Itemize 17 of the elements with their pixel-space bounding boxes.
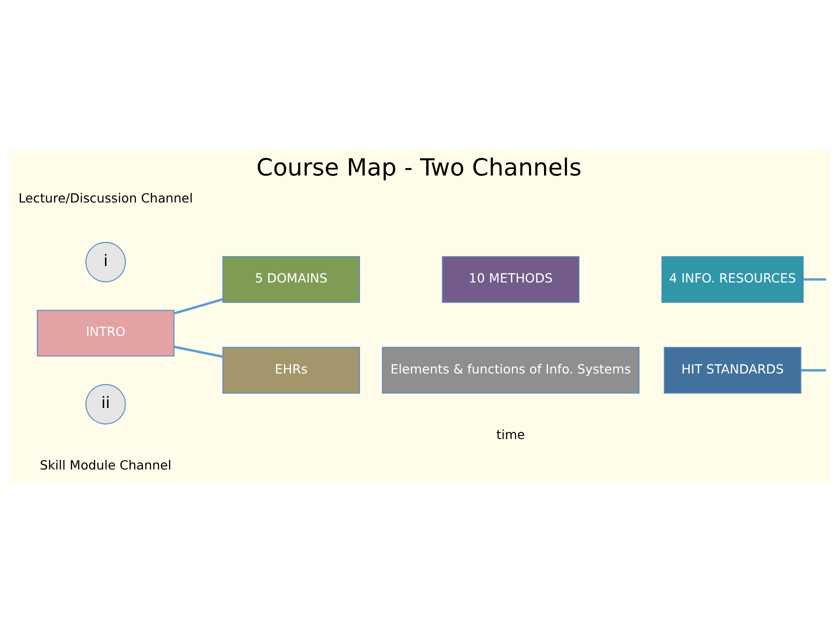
node-box: 4 INFO. RESOURCES bbox=[661, 256, 804, 302]
node-box: INTRO bbox=[36, 309, 174, 356]
label: Skill Module Channel bbox=[40, 457, 172, 472]
connector bbox=[803, 278, 826, 280]
connector bbox=[801, 368, 826, 371]
diagram-title: Course Map - Two Channels bbox=[256, 152, 582, 181]
node-box: EHRs bbox=[222, 346, 360, 394]
node-circle: ii bbox=[85, 384, 126, 424]
label: Lecture/Discussion Channel bbox=[18, 190, 193, 206]
node-box: Elements & functions of Info. Systems bbox=[382, 346, 640, 394]
node-circle: i bbox=[85, 241, 126, 282]
node-box: 10 METHODS bbox=[442, 256, 580, 302]
connector bbox=[174, 345, 224, 358]
node-box: HIT STANDARDS bbox=[664, 346, 802, 394]
node-box: 5 DOMAINS bbox=[222, 256, 360, 302]
connector bbox=[174, 298, 224, 314]
label: time bbox=[496, 426, 525, 442]
